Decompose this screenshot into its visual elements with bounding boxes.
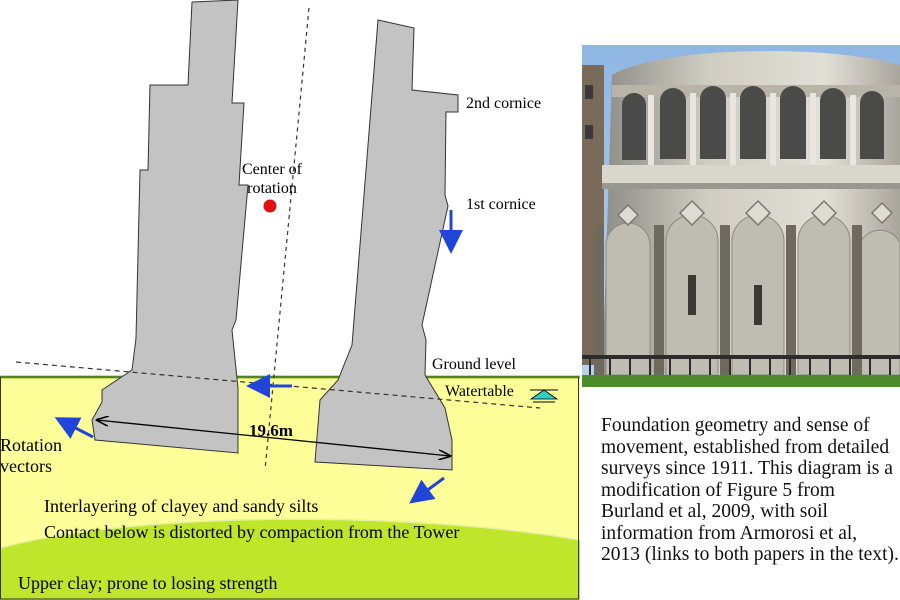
figure-caption: Foundation geometry and sense of movemen… xyxy=(601,415,899,565)
center-of-rotation-dot xyxy=(263,199,277,213)
center-label-line1: Center of xyxy=(242,161,303,178)
center-label-line2: rotation xyxy=(247,180,297,197)
rotation-vectors-label-line2: vectors xyxy=(0,456,52,476)
rotation-vectors-label-line1: Rotation xyxy=(0,435,62,455)
rotation-arrow-left xyxy=(54,417,94,439)
foundation-width-dimension xyxy=(97,420,450,456)
tower-tilted-outline xyxy=(314,19,459,471)
watertable-icon xyxy=(529,389,559,403)
foundation-diagram: Center of rotation 2nd cornice 1st corni… xyxy=(0,0,580,600)
ground-level-label: Ground level xyxy=(432,356,517,373)
diagram-frame xyxy=(0,376,579,600)
watertable-label: Watertable xyxy=(445,383,514,400)
first-cornice-label: 1st cornice xyxy=(466,196,536,213)
clay-contact-line xyxy=(0,518,580,549)
clay-layer xyxy=(0,519,580,600)
second-cornice-label: 2nd cornice xyxy=(466,95,541,112)
tower-original-outline xyxy=(91,0,249,454)
rotation-arrow-right xyxy=(409,476,445,504)
tower-photo xyxy=(582,45,900,387)
silt-layer-label-line1: Interlayering of clayey and sandy silts xyxy=(44,496,318,516)
foundation-width-label: 19.6m xyxy=(249,421,293,440)
silt-layer-label-line2: Contact below is distorted by compaction… xyxy=(44,522,459,542)
clay-layer-label: Upper clay; prone to losing strength xyxy=(18,573,277,593)
tower-axis-line xyxy=(264,7,310,471)
